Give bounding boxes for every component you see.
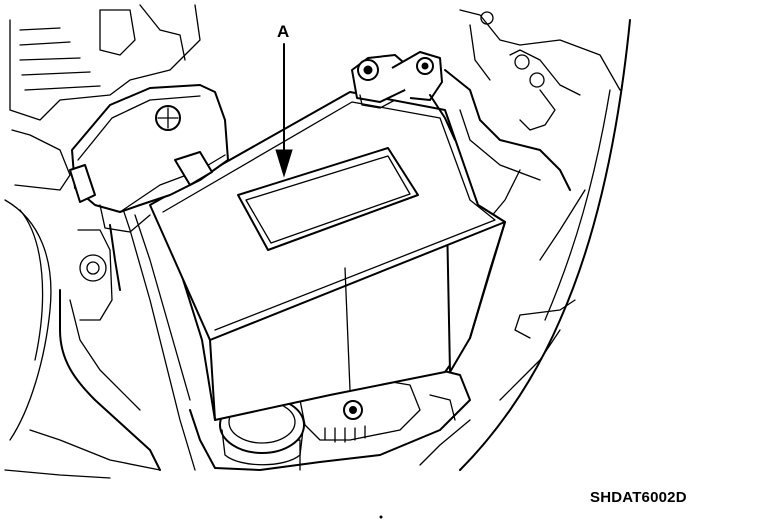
stray-dot	[379, 515, 383, 519]
callout-arrowhead	[275, 149, 293, 178]
callout-a: A	[275, 22, 293, 178]
battery-tray	[189, 364, 471, 471]
battery-terminal-cable	[351, 51, 456, 141]
figure-code: SHDAT6002D	[590, 489, 687, 506]
callout-label: A	[277, 22, 289, 41]
battery-label-plate	[237, 147, 419, 251]
engine-bay-right-structure	[419, 9, 631, 471]
battery	[149, 91, 506, 421]
engine-bay-left-structure	[4, 4, 201, 479]
terminal-cover	[69, 84, 229, 291]
